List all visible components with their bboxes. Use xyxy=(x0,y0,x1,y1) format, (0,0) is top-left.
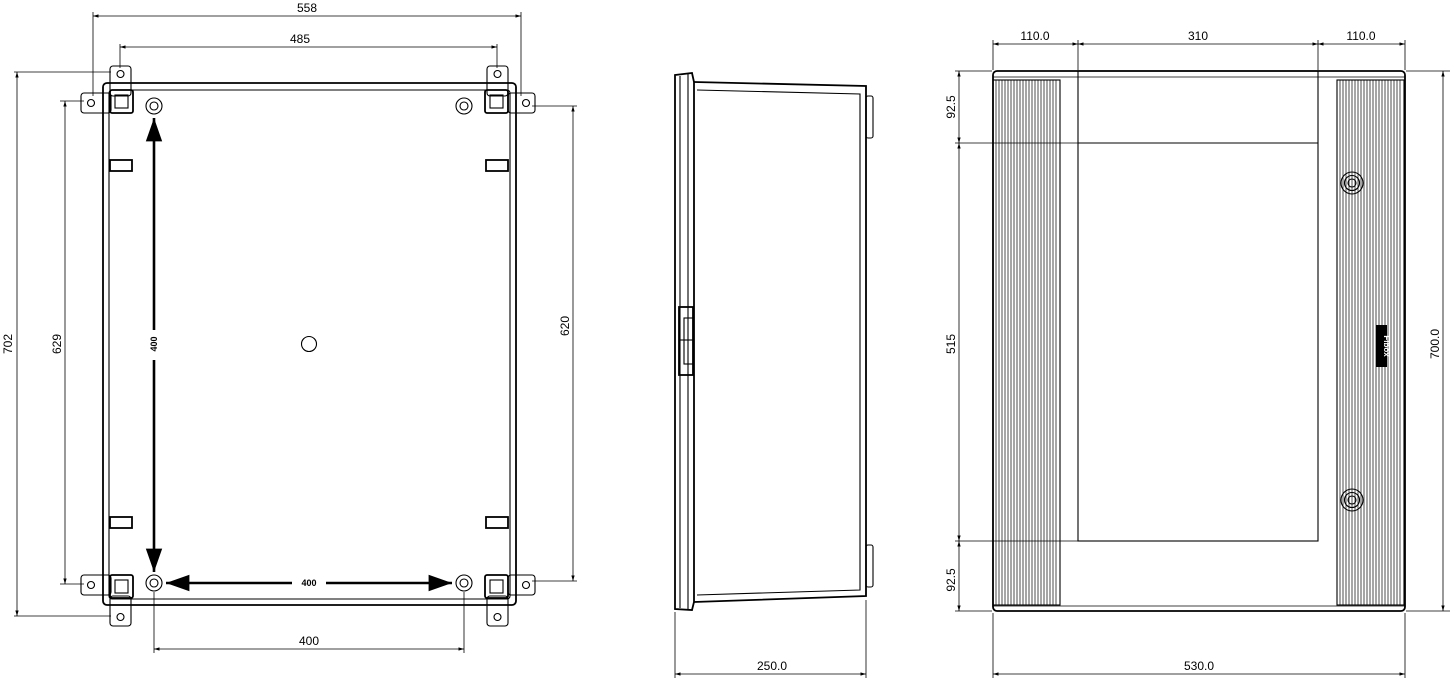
dim-overall-width: 558 xyxy=(297,1,317,15)
dim-bottom-width: 400 xyxy=(299,634,319,648)
dim-depth: 250.0 xyxy=(757,659,787,673)
dim-mount-height: 629 xyxy=(50,334,64,354)
dim-left-middle: 515 xyxy=(944,334,958,354)
back-right-ribs xyxy=(1336,79,1405,606)
dim-left-bottom: 92.5 xyxy=(944,568,958,592)
brand-plate xyxy=(1376,325,1387,367)
side-slots xyxy=(109,159,509,529)
front-dimension-lines xyxy=(15,14,575,651)
dim-side-height: 620 xyxy=(558,316,572,336)
front-body-outline xyxy=(102,82,517,606)
back-left-ribs xyxy=(992,79,1061,606)
mounting-bracket-bottom-left xyxy=(80,574,134,627)
side-hinge-top xyxy=(865,95,874,139)
side-body-outline xyxy=(693,81,867,603)
mounting-bracket-top-right xyxy=(484,65,536,114)
center-hole xyxy=(300,335,318,353)
mounting-bracket-bottom-right xyxy=(484,574,536,627)
front-view: 558 485 702 629 620 400 400 400 xyxy=(1,1,577,653)
mounting-bracket-top-left xyxy=(80,65,134,114)
dim-overall-height: 702 xyxy=(1,334,15,354)
side-view: 250.0 xyxy=(674,72,874,678)
back-view: Fibox 110.0 31 xyxy=(944,29,1450,678)
dim-top-center: 310 xyxy=(1188,29,1208,43)
front-body-inner xyxy=(108,89,511,600)
back-dimension-lines xyxy=(957,42,1445,676)
dim-inner-horizontal: 400 xyxy=(301,578,316,588)
dim-top-left: 110.0 xyxy=(1020,29,1049,43)
dim-left-top: 92.5 xyxy=(944,95,958,119)
brand-mark: Fibox xyxy=(1382,335,1391,357)
dim-back-bottom-width: 530.0 xyxy=(1184,659,1214,673)
side-latch xyxy=(678,306,694,376)
screw-bosses xyxy=(145,97,473,592)
dim-top-right: 110.0 xyxy=(1346,29,1375,43)
dim-inner-vertical: 400 xyxy=(149,336,159,351)
back-screw-top xyxy=(1340,171,1364,195)
dim-right-height: 700.0 xyxy=(1428,329,1442,359)
front-extension-lines xyxy=(14,12,577,653)
side-hinge-bottom xyxy=(865,544,874,588)
dim-mount-width: 485 xyxy=(290,32,310,46)
back-center-panel xyxy=(1077,70,1319,542)
back-screw-bottom xyxy=(1340,488,1364,512)
